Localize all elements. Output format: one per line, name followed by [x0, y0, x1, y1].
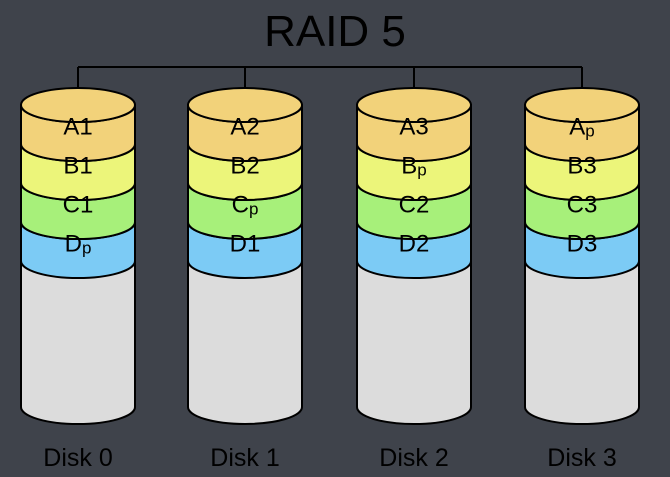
block-label-a-0: A1: [63, 114, 92, 141]
block-label-d-1: D1: [230, 231, 261, 258]
block-label-d-0: Dp: [65, 231, 92, 258]
block-label-d-2: D2: [399, 231, 430, 258]
block-label-d-3: D3: [567, 231, 598, 258]
block-label-c-1: Cp: [232, 192, 259, 219]
disk-top-cap: [187, 87, 303, 123]
disk-label-1: Disk 1: [210, 444, 280, 472]
diagram-title: RAID 5: [264, 7, 406, 56]
disk-label-2: Disk 2: [379, 444, 449, 472]
block-label-b-0: B1: [63, 153, 92, 180]
disk-label-0: Disk 0: [43, 444, 113, 472]
disk-top-cap: [356, 87, 472, 123]
block-label-b-2: Bp: [401, 153, 426, 180]
block-label-a-1: A2: [230, 114, 259, 141]
block-label-b-3: B3: [567, 153, 596, 180]
disk-top-cap: [20, 87, 136, 123]
connector-bus: [77, 66, 583, 105]
block-label-c-0: C1: [63, 192, 94, 219]
block-label-a-3: Ap: [569, 114, 594, 141]
disk-top-cap: [524, 87, 640, 123]
block-label-c-2: C2: [399, 192, 430, 219]
block-label-c-3: C3: [567, 192, 598, 219]
block-label-b-1: B2: [230, 153, 259, 180]
block-label-a-2: A3: [399, 114, 428, 141]
disk-label-3: Disk 3: [547, 444, 617, 472]
